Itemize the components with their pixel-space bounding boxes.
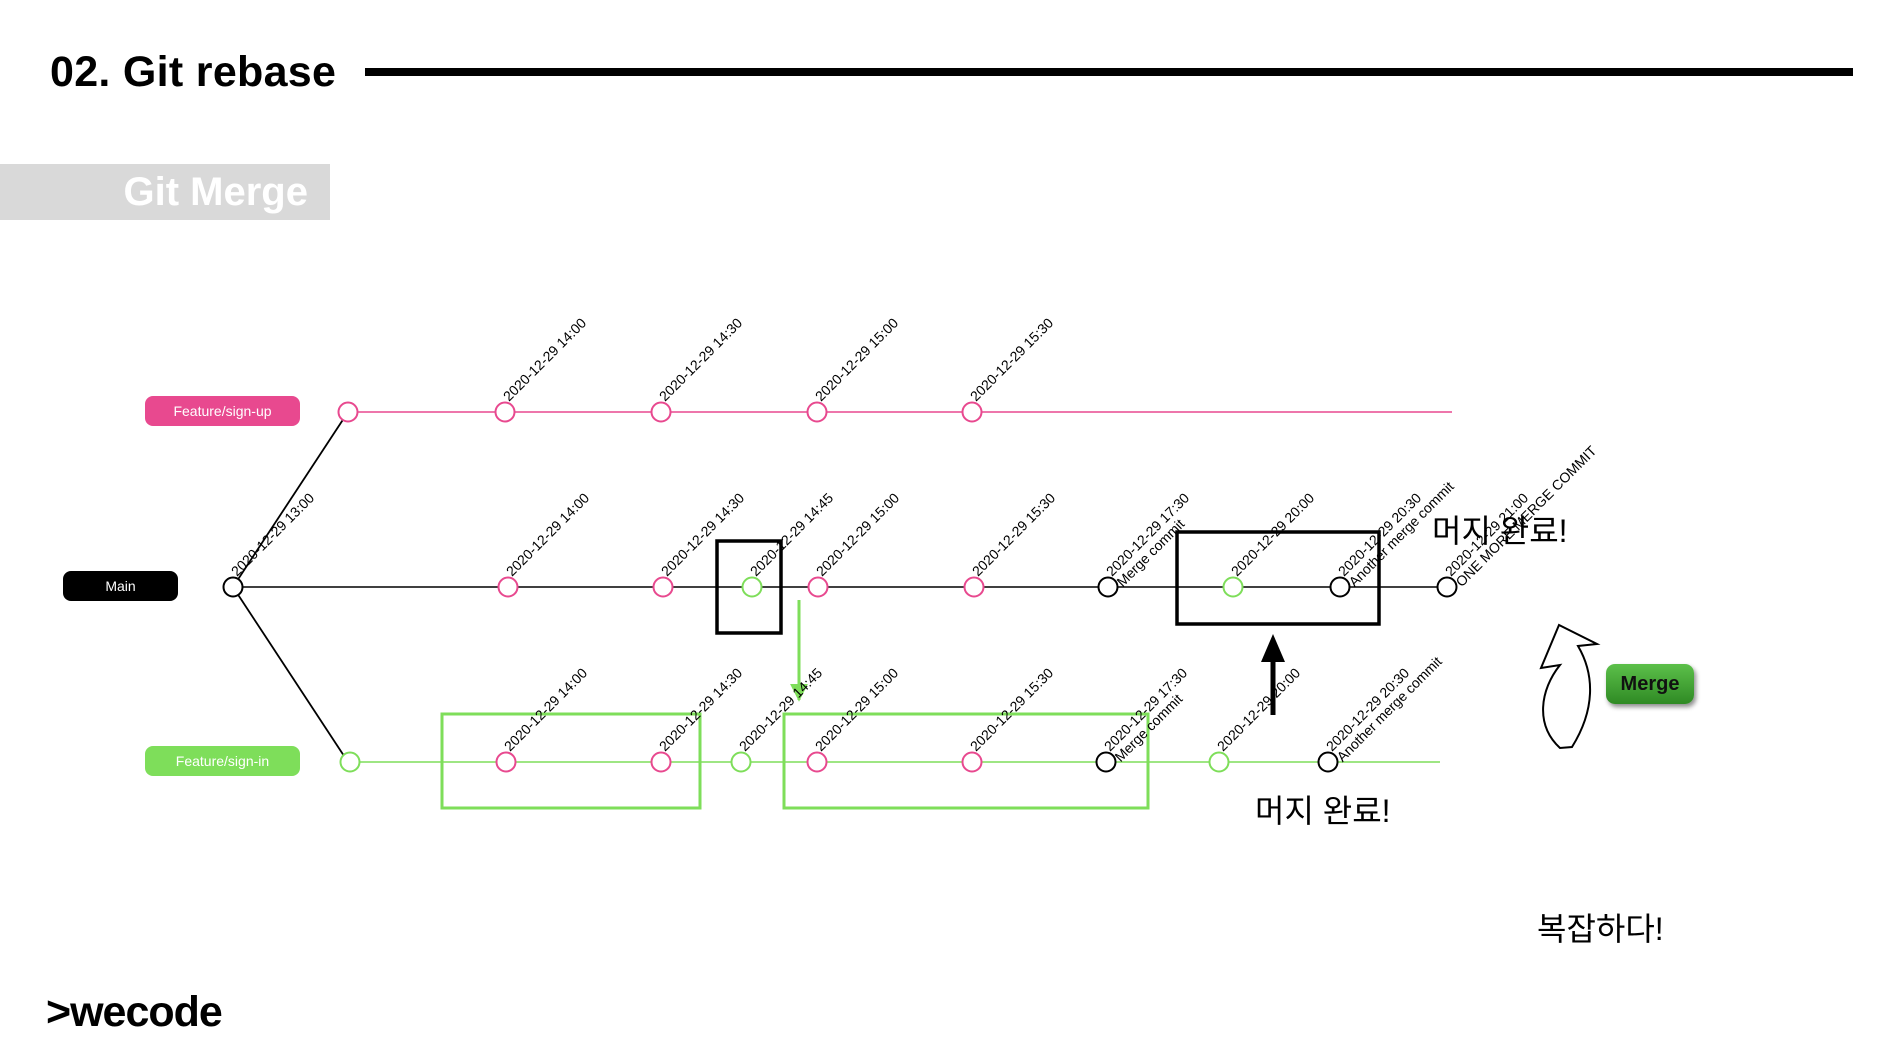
signin-commit-node	[806, 751, 828, 773]
merge-button[interactable]: Merge	[1606, 664, 1694, 704]
signup-branch-start-node	[337, 401, 359, 423]
signup-commit-label: 2020-12-29 15:00	[812, 314, 902, 404]
commit-layer: 2020-12-29 14:00 2020-12-29 14:30 2020-12-…	[222, 314, 1600, 773]
signin-commit-node	[1095, 751, 1117, 773]
signin-highlight-box-2	[782, 712, 1150, 810]
signup-commit-node	[961, 401, 983, 423]
signin-commit-node	[650, 751, 672, 773]
branch-label-feature-signup: Feature/sign-up	[145, 396, 300, 426]
wecode-logo: >wecode	[46, 988, 223, 1036]
signin-commit-node	[495, 751, 517, 773]
branch-fork-down	[232, 586, 349, 763]
signin-commit-label: 2020-12-29 15:30	[967, 664, 1057, 754]
signin-commit-node	[1208, 751, 1230, 773]
signin-branch-start-node	[339, 751, 361, 773]
main-commit-node	[1097, 576, 1119, 598]
main-commit-label: 2020-12-29 17:30Merge commit	[1103, 489, 1203, 589]
main-commit-node	[652, 576, 674, 598]
signup-commit-label: 2020-12-29 14:30	[656, 314, 746, 404]
main-commit-node	[222, 576, 244, 598]
signin-commit-label: 2020-12-29 15:00	[812, 664, 902, 754]
main-commit-node	[741, 576, 763, 598]
signup-commit-label: 2020-12-29 15:30	[967, 314, 1057, 404]
subtitle-banner: Git Merge	[0, 164, 330, 220]
signin-commit-node	[961, 751, 983, 773]
signin-highlight-box-1	[440, 712, 702, 810]
main-commit-label: 2020-12-29 14:30	[658, 489, 748, 579]
main-commit-node	[497, 576, 519, 598]
main-commit-node	[1436, 576, 1458, 598]
curved-up-arrow	[1539, 623, 1601, 750]
main-commit-node	[963, 576, 985, 598]
merge-done-bottom-text: 머지 완료!	[1255, 793, 1391, 829]
signin-commit-node	[1317, 751, 1339, 773]
merge-done-top-text: 머지 완료!	[1432, 513, 1568, 549]
main-commit-node	[1329, 576, 1351, 598]
signup-commit-node	[650, 401, 672, 423]
main-commit-node	[807, 576, 829, 598]
main-commit-label: 2020-12-29 15:30	[969, 489, 1059, 579]
main-commit-label: 2020-12-29 14:00	[503, 489, 593, 579]
signin-commit-label: 2020-12-29 20:00	[1214, 664, 1304, 754]
signup-commit-node	[494, 401, 516, 423]
complex-text: 복잡하다!	[1537, 911, 1664, 947]
main-commit-label: 2020-12-29 13:00	[228, 489, 318, 579]
signup-commit-label: 2020-12-29 14:00	[500, 314, 590, 404]
signin-commit-label: 2020-12-29 14:45	[736, 664, 826, 754]
branch-label-feature-signin: Feature/sign-in	[145, 746, 300, 776]
signin-commit-node	[730, 751, 752, 773]
main-commit-node	[1222, 576, 1244, 598]
main-commit-label: 2020-12-29 20:00	[1228, 489, 1318, 579]
black-up-arrow	[1261, 634, 1285, 715]
signup-commit-node	[806, 401, 828, 423]
signin-commit-label: 2020-12-29 20:30Another merge commit	[1323, 643, 1445, 765]
title-divider	[365, 68, 1853, 76]
main-highlight-box-1	[715, 539, 783, 635]
slide-title: 02. Git rebase	[50, 48, 337, 96]
main-highlight-box-2	[1175, 530, 1381, 626]
subtitle-text: Git Merge	[123, 170, 308, 214]
branch-fork-up	[232, 411, 349, 588]
branch-label-main: Main	[63, 571, 178, 601]
signin-commit-label: 2020-12-29 14:00	[501, 664, 591, 754]
